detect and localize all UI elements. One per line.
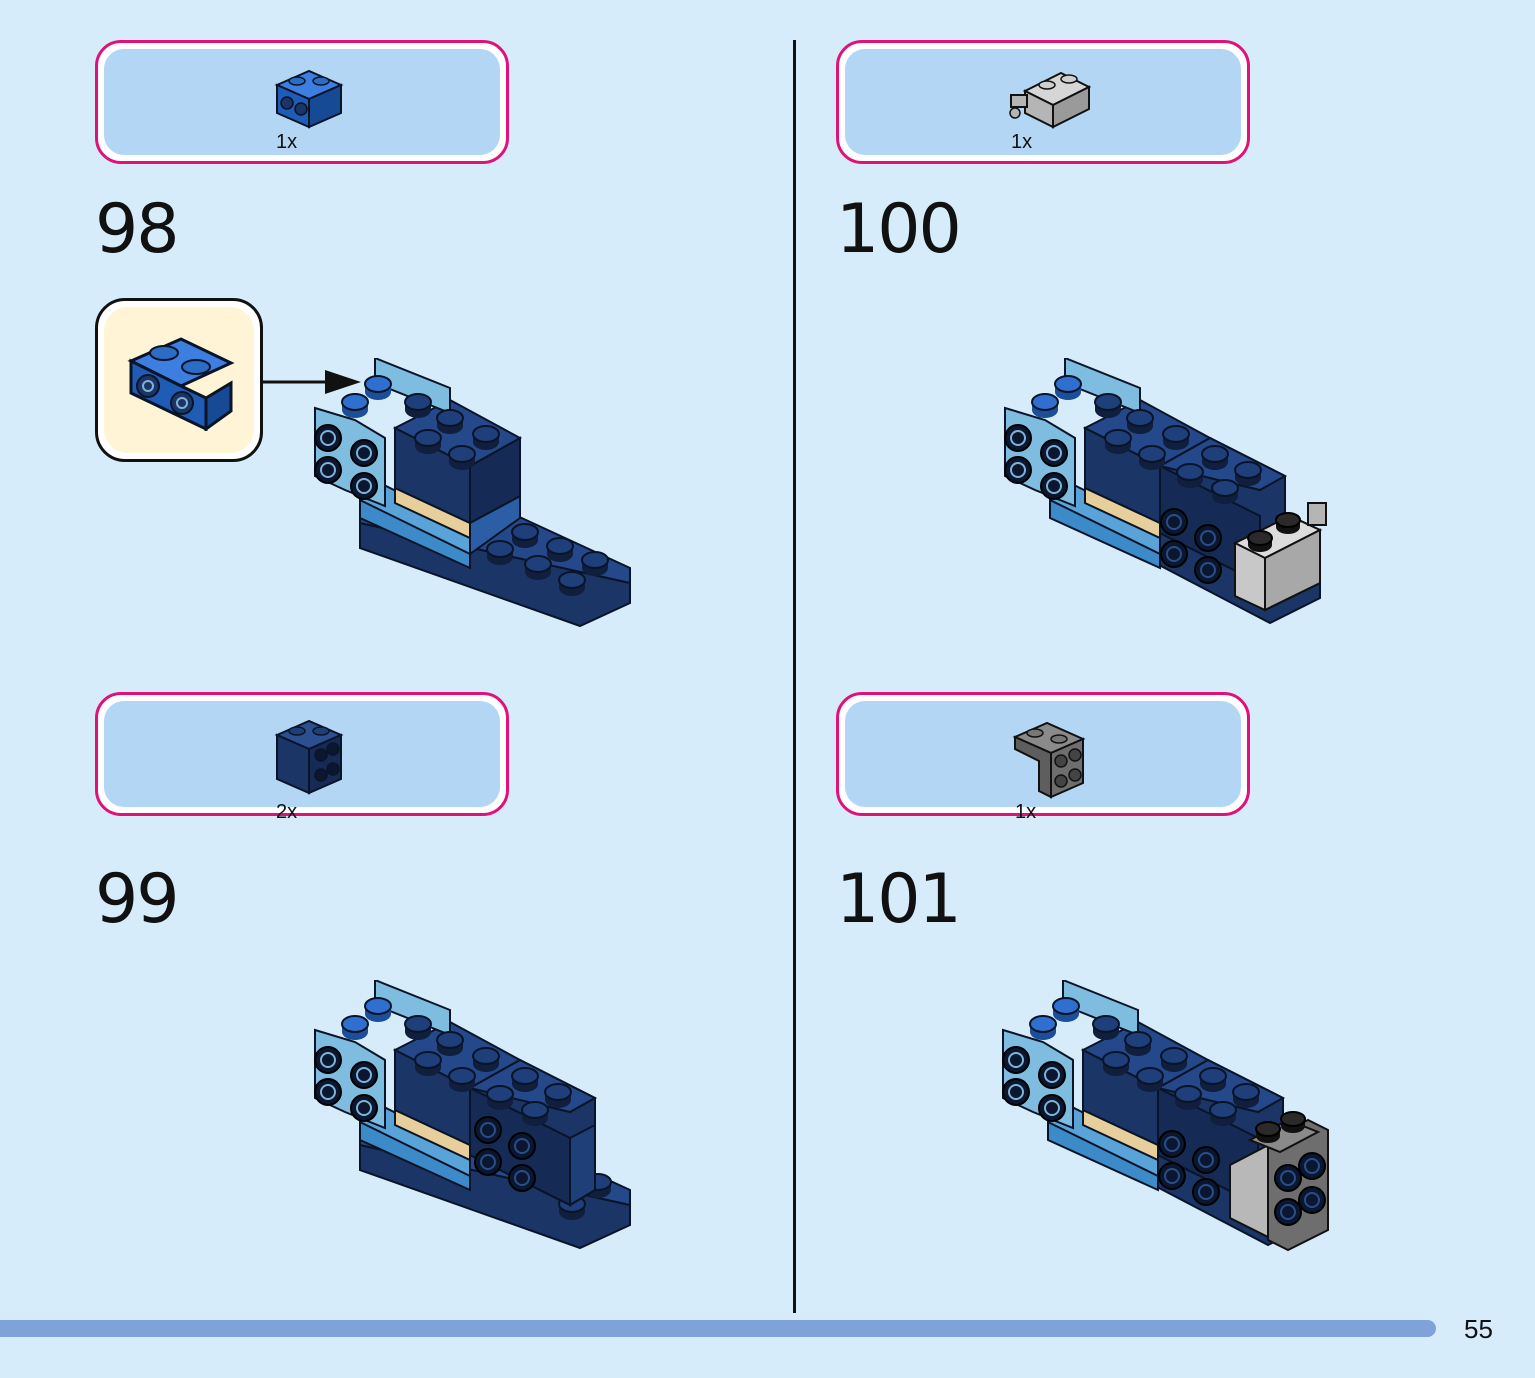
page-number: 55	[1464, 1314, 1493, 1344]
step-number-98: 98	[95, 190, 180, 269]
parts-box-step-99: 2x	[95, 692, 509, 823]
step-number-100: 100	[836, 190, 962, 269]
model-step-101	[1002, 980, 1329, 1252]
parts-box-step-101: 1x	[836, 692, 1250, 823]
model-step-100	[1004, 358, 1327, 625]
dark-gray-bracket-icon	[1012, 721, 1086, 799]
light-gray-brick-with-clip-icon	[1009, 71, 1092, 129]
step-number-99: 99	[95, 860, 180, 939]
part-quantity: 1x	[1015, 801, 1037, 823]
footer-bar	[0, 1320, 1436, 1337]
callout-box	[95, 298, 263, 462]
part-quantity: 2x	[276, 801, 298, 823]
model-step-98	[314, 358, 631, 628]
step-number-101: 101	[836, 860, 962, 939]
dark-blue-brick-2x2-with-side-studs-icon	[274, 719, 344, 795]
part-quantity: 1x	[1011, 131, 1033, 153]
parts-box-step-98: 1x	[95, 40, 509, 164]
blue-brick-1x2-with-side-studs-icon	[274, 69, 344, 129]
arrow-icon	[263, 370, 361, 394]
callout-blue-brick-icon	[127, 337, 235, 431]
model-step-99	[314, 980, 631, 1250]
center-divider	[793, 40, 796, 1313]
part-quantity: 1x	[276, 131, 298, 153]
parts-box-step-100: 1x	[836, 40, 1250, 164]
